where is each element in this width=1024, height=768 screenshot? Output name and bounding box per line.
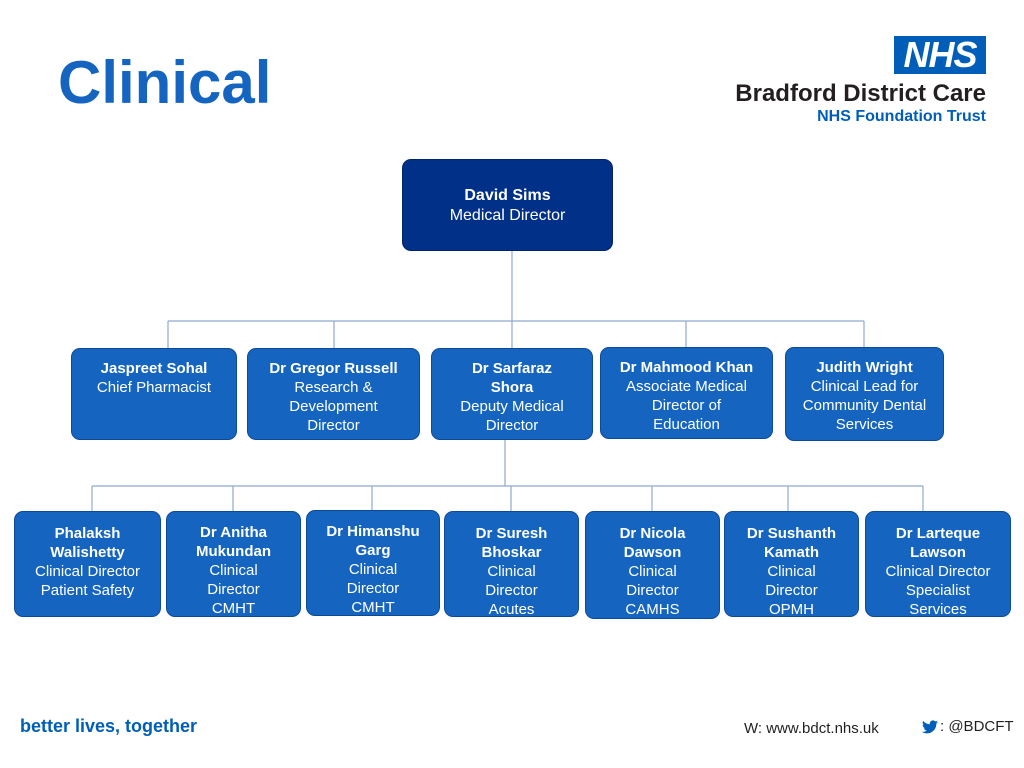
org-box-deputy-medical-director: Dr Sarfaraz Shora Deputy Medical Directo… [431,348,593,440]
person-role: Clinical Lead for Community Dental Servi… [802,378,927,433]
person-name: Dr Mahmood Khan [619,359,754,376]
person-name: Phalaksh Walishetty [50,525,125,561]
org-box-opmh: Dr Sushanth Kamath Clinical Director OPM… [724,511,859,618]
person-role: Associate Medical Director of Education [626,378,747,433]
website-link[interactable]: W: www.bdct.nhs.uk [744,720,879,737]
person-name: Dr Nicola Dawson [619,525,686,561]
person-name: Dr Himanshu Garg [326,523,420,559]
org-box-associate-medical-director: Dr Mahmood Khan Associate Medical Direct… [600,347,773,439]
org-box-acutes: Dr Suresh Bhoskar Clinical Director Acut… [444,511,579,618]
person-name: David Sims [464,187,551,204]
person-name: Dr Sushanth Kamath [746,525,837,561]
trust-subtitle: NHS Foundation Trust [817,108,986,125]
person-role: Clinical Director CMHT [207,562,260,617]
person-role: Clinical Director CAMHS [625,563,680,618]
person-role: Chief Pharmacist [96,379,212,396]
org-box-research-director: Dr Gregor Russell Research & Development… [247,348,420,440]
person-role: Deputy Medical Director [460,398,564,434]
twitter-link[interactable]: : @BDCFT [922,718,1014,735]
person-name: Dr Sarfaraz Shora [471,360,553,396]
org-box-medical-director: David Sims Medical Director [402,159,613,251]
person-role: Research & Development Director [289,379,378,434]
person-role: Clinical Director CMHT [346,561,400,616]
person-name: Dr Anitha Mukundan [196,524,271,560]
person-role: Clinical Director Patient Safety [34,563,141,599]
person-role: Clinical Director Specialist Services [885,563,991,618]
twitter-handle: : @BDCFT [940,718,1014,735]
page-title: Clinical [58,49,272,116]
person-name: Dr Gregor Russell [269,360,398,377]
person-role: Clinical Director OPMH [765,563,818,618]
org-box-cmht-2: Dr Himanshu Garg Clinical Director CMHT [306,510,440,616]
person-name: Judith Wright [816,359,913,376]
org-box-specialist-services: Dr Larteque Lawson Clinical Director Spe… [865,511,1011,618]
person-role: Medical Director [449,207,566,224]
org-box-patient-safety: Phalaksh Walishetty Clinical Director Pa… [14,511,161,617]
org-box-chief-pharmacist: Jaspreet Sohal Chief Pharmacist [71,348,237,440]
nhs-logo: NHS [894,36,986,74]
twitter-bird-icon [922,719,938,733]
person-name: Dr Suresh Bhoskar [475,525,548,561]
tagline: better lives, together [20,716,198,736]
trust-name: Bradford District Care [735,80,986,107]
org-box-camhs: Dr Nicola Dawson Clinical Director CAMHS [585,511,720,619]
person-name: Dr Larteque Lawson [895,525,981,561]
org-box-cmht-1: Dr Anitha Mukundan Clinical Director CMH… [166,511,301,617]
person-name: Jaspreet Sohal [100,360,208,377]
org-box-dental-lead: Judith Wright Clinical Lead for Communit… [785,347,944,441]
person-role: Clinical Director Acutes [485,563,538,618]
